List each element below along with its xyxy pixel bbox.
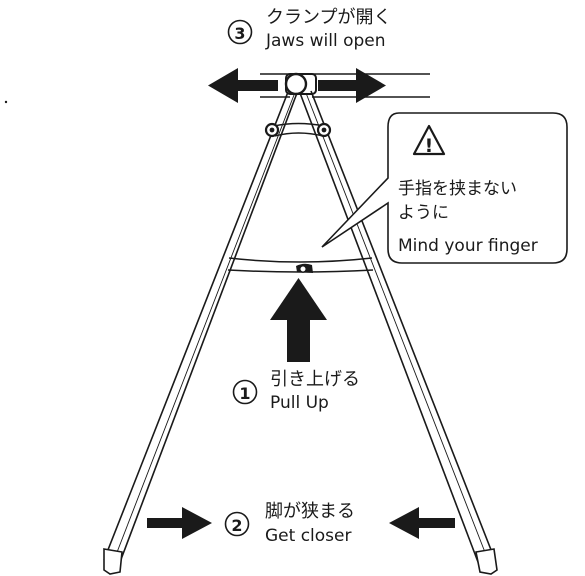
open-arrow-left (208, 68, 278, 103)
clamp-bar (260, 73, 430, 98)
step2-en: Get closer (265, 526, 351, 546)
right-leg (299, 90, 496, 563)
lower-brace (227, 257, 374, 273)
pull-up-arrow (270, 278, 327, 362)
step1-en: Pull Up (270, 393, 329, 413)
step2-number: 2 (231, 516, 242, 535)
step3-label: 3 クランプが開く Jaws will open (227, 7, 391, 51)
step3-number: 3 (234, 24, 245, 43)
step3-number-circle (227, 19, 253, 45)
callout-jp-line1: 手指を挟まない (398, 179, 517, 199)
stray-dot (4, 100, 8, 104)
left-foot-cap (103, 548, 123, 575)
step3-en: Jaws will open (265, 31, 386, 51)
step1-number-circle (232, 379, 258, 405)
closer-arrow-right (389, 507, 455, 539)
callout-jp-line2: ように (398, 203, 449, 223)
left-leg (103, 91, 298, 563)
callout-en: Mind your finger (398, 236, 538, 256)
step2-jp: 脚が狭まる (265, 501, 355, 522)
step3-jp: クランプが開く (266, 7, 391, 28)
warning-symbol: ! (425, 135, 434, 157)
step1-number: 1 (239, 384, 250, 403)
step1-label: 1 引き上げる Pull Up (232, 369, 360, 413)
open-arrow-right (318, 68, 386, 103)
warning-triangle-icon: ! (412, 124, 446, 157)
warning-callout (321, 112, 568, 264)
step2-number-circle (224, 511, 250, 537)
step2-label: 2 脚が狭まる Get closer (224, 501, 355, 546)
closer-arrow-left (147, 507, 212, 539)
step1-jp: 引き上げる (270, 369, 360, 390)
right-foot-cap (475, 548, 498, 575)
upper-brace (264, 122, 332, 138)
